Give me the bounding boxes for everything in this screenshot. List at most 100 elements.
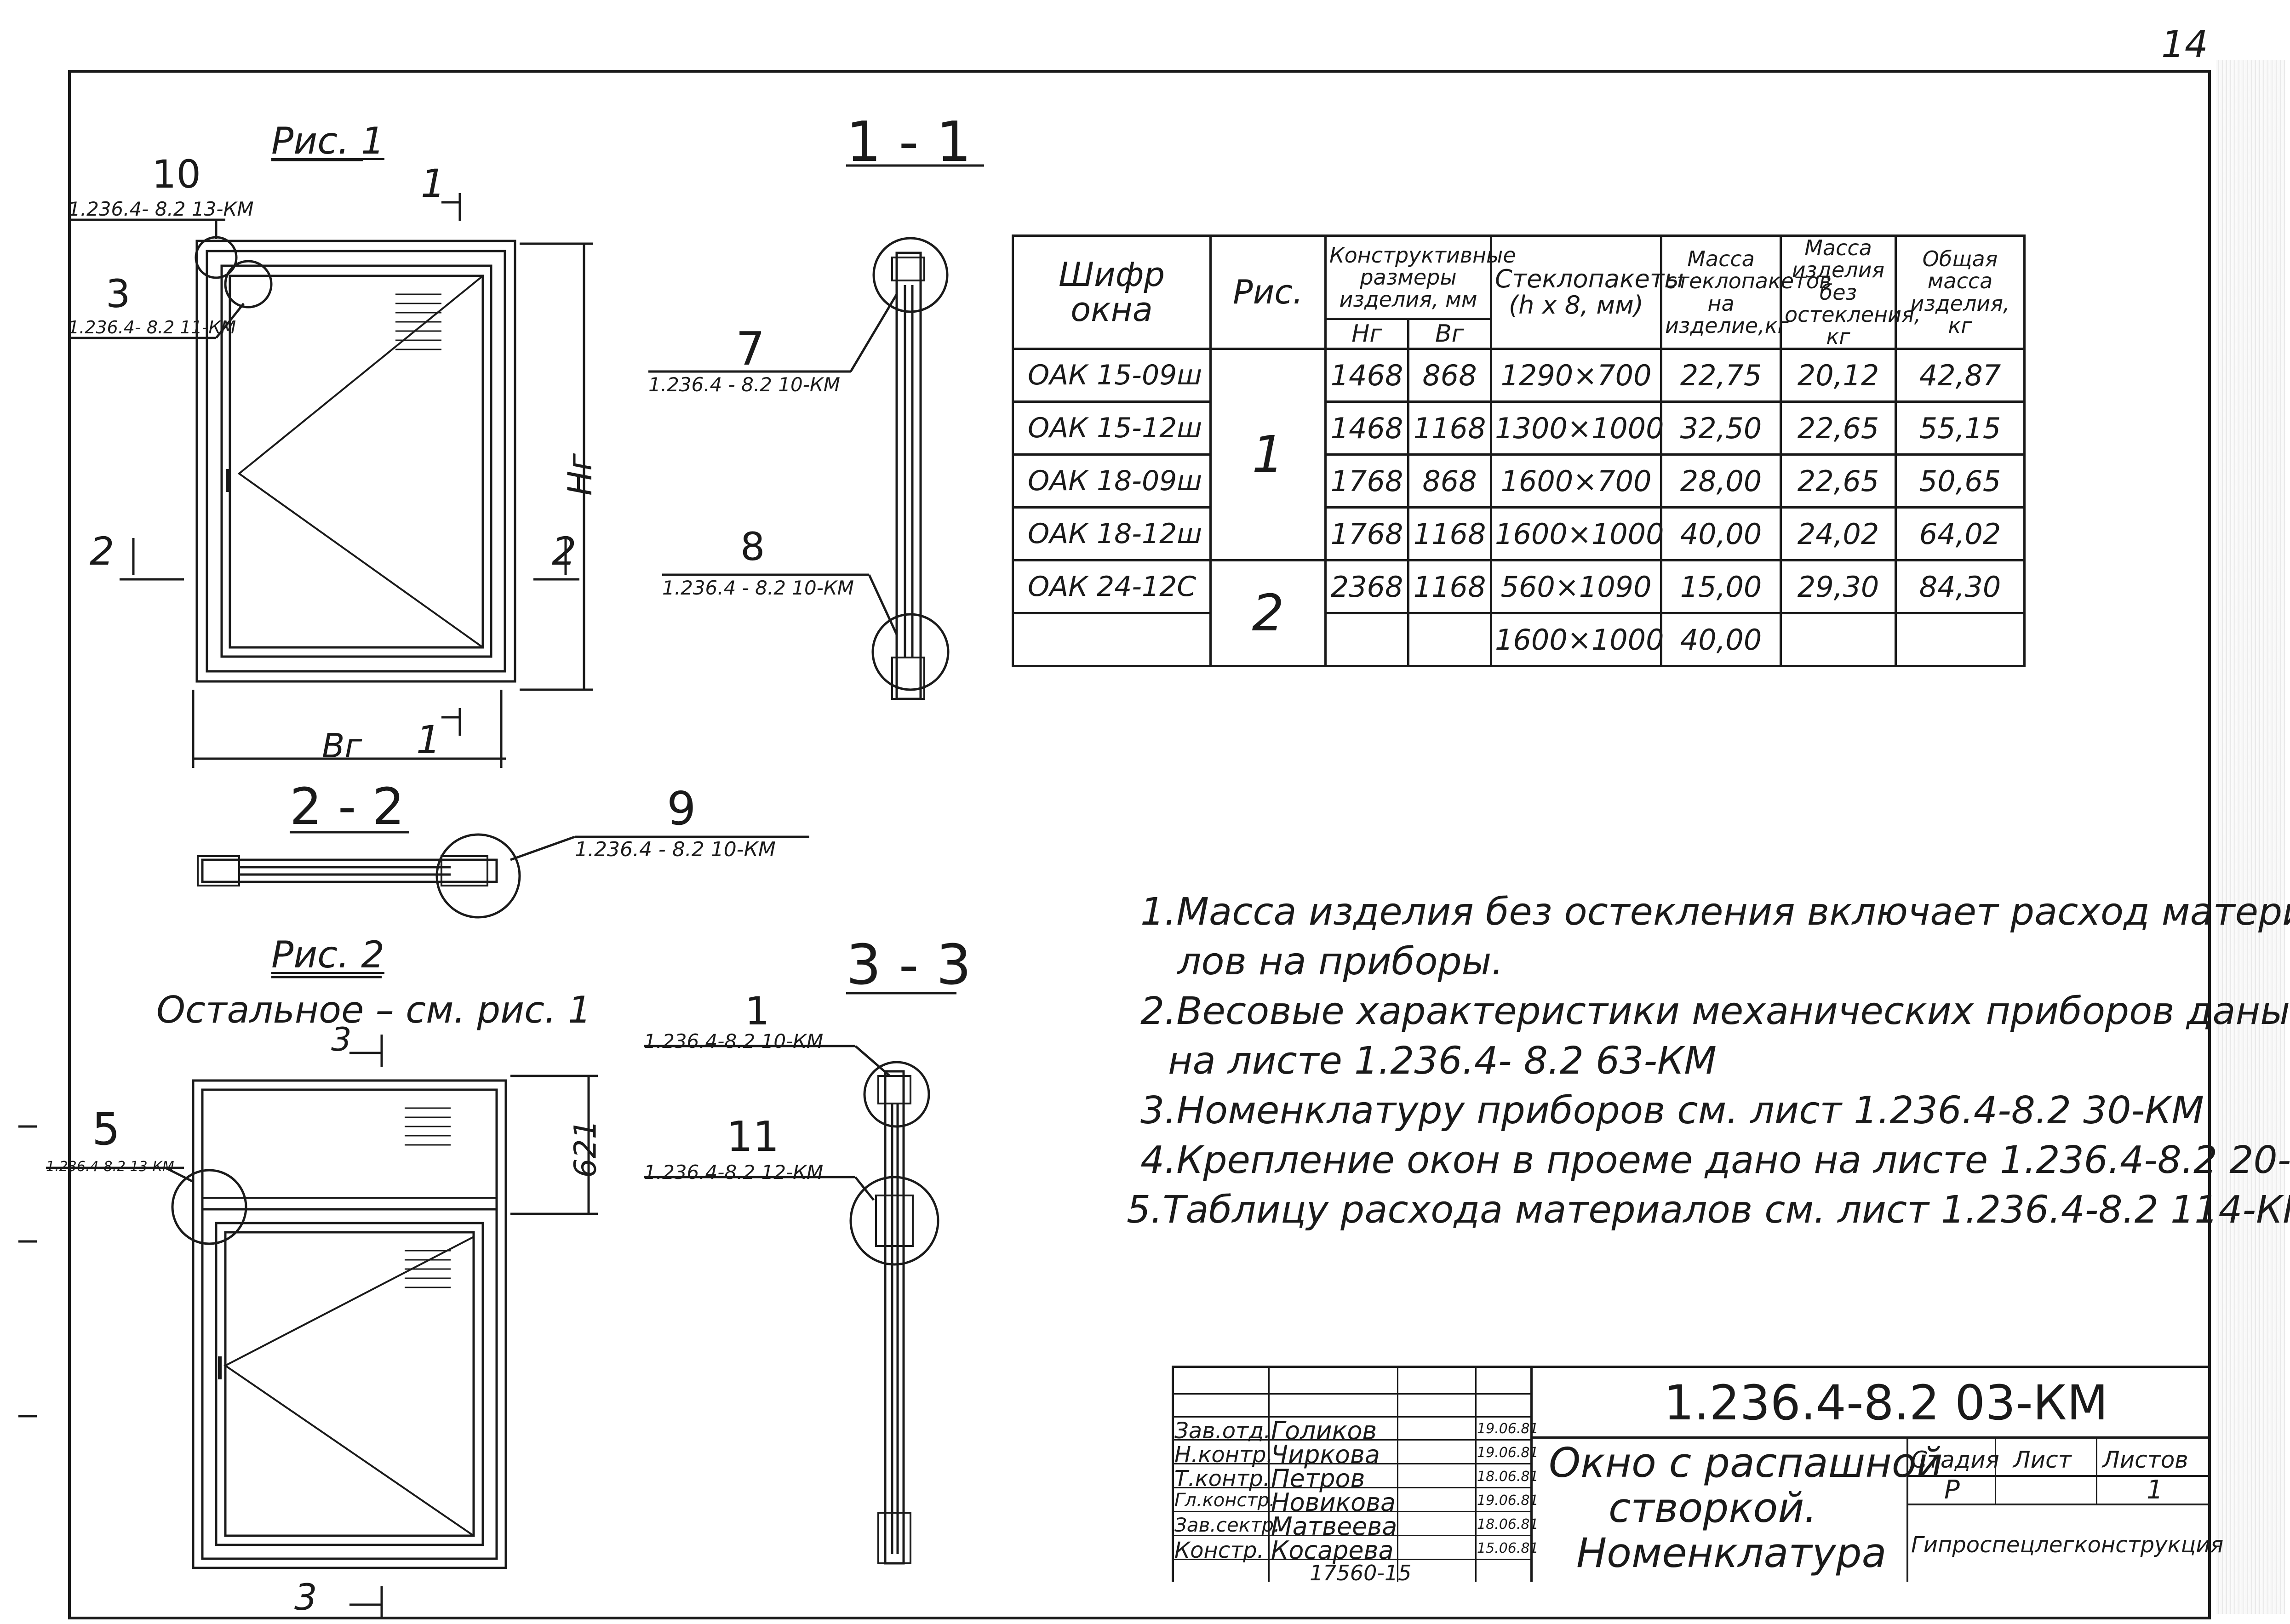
callout-10-ref: 1.236.4- 8.2 13-КМ [68, 198, 254, 220]
cell-mass-no-glass: 20,12 [1780, 348, 1897, 403]
role-name: Голиков [1271, 1416, 1377, 1445]
cell-glass-mass: 28,00 [1660, 453, 1782, 509]
header-mass-no-glass: Масса изделия без остекления, кг [1780, 234, 1921, 350]
callout-7-number: 7 [736, 322, 765, 376]
section-3-3-profile [644, 1045, 939, 1565]
page-number: 14 [2161, 23, 2208, 66]
cell-total: 64,02 [1895, 506, 2026, 562]
callout-9-ref: 1.236.4 - 8.2 10-КМ [575, 838, 776, 861]
header-glass: Стеклопакеты (h x 8, мм) [1490, 234, 1684, 350]
stage-label: Стадия [1911, 1447, 1999, 1473]
sheets-label: Листов [2102, 1447, 2188, 1473]
cell-hg: 1468 [1324, 348, 1409, 403]
height-dim-label: Нг [560, 453, 599, 496]
sheet-label: Лист [2013, 1447, 2072, 1473]
cell-fig: 2 [1209, 559, 1327, 668]
cut-2-left: 2 [90, 529, 114, 574]
header-bg: Вг [1407, 318, 1493, 350]
callout-5-ref: 1.236.4-8.2 13-КМ [46, 1159, 174, 1175]
cell-glass: 560×1090 [1490, 559, 1663, 615]
role-label: Зав.сектр. [1174, 1514, 1280, 1536]
cell-total: 84,30 [1895, 559, 2026, 615]
fig1-window [120, 193, 593, 768]
cell-glass-mass: 15,00 [1660, 559, 1782, 615]
role-date: 18.06.81 [1477, 1469, 1539, 1485]
role-name: Петров [1271, 1464, 1365, 1493]
callout-8-ref: 1.236.4 - 8.2 10-КМ [662, 577, 854, 599]
cut-3-top: 3 [331, 1021, 352, 1058]
general-notes: 1.Масса изделия без остекления включает … [1127, 887, 2290, 1235]
callout-7-ref: 1.236.4 - 8.2 10-КМ [648, 373, 840, 396]
window-spec-table: Шифр окна Рис. Конструктивные размеры из… [1012, 234, 2026, 668]
cell-hg: 1768 [1324, 453, 1409, 509]
cell-glass-mass: 40,00 [1660, 612, 1782, 668]
cell-bg: 868 [1407, 453, 1493, 509]
fig1-label: Рис. 1 [271, 120, 384, 162]
callout-3-ref: 1.236.4- 8.2 11-КМ [68, 317, 236, 337]
cell-hg: 2368 [1324, 559, 1409, 615]
width-dim-label: Вг [322, 726, 362, 765]
cell-glass: 1290×700 [1490, 348, 1663, 403]
table-subheader-row: Нг Вг [1013, 318, 2025, 350]
cell-code: ОАК 18-12ш [1012, 506, 1212, 562]
note-line: 4.Крепление окон в проеме дано на листе … [1140, 1138, 2290, 1182]
role-label: Гл.констр. [1174, 1490, 1275, 1511]
cell-code: ОАК 15-12ш [1012, 400, 1212, 456]
section-2-2-profile [197, 833, 809, 919]
role-name: Чиркова [1271, 1440, 1380, 1469]
table-row: ОАК 24-12С 2 2368 1168 560×1090 15,00 29… [1012, 559, 2026, 668]
note-line: лов на приборы. [1177, 940, 1504, 984]
role-label: Зав.отд. [1174, 1418, 1271, 1444]
role-label: Н.контр. [1174, 1442, 1273, 1468]
cut-3-bottom: 3 [294, 1577, 317, 1618]
cell-bg [1407, 612, 1493, 668]
fig2-label: Рис. 2 [271, 933, 384, 976]
role-date: 15.06.81 [1477, 1540, 1539, 1556]
document-code: 1.236.4-8.2 03-КМ [1664, 1375, 2108, 1431]
note-line: 5.Таблицу расхода материалов см. лист 1.… [1127, 1188, 2290, 1232]
role-name: Матвеева [1271, 1512, 1397, 1541]
cell-code: ОАК 15-09ш [1012, 348, 1212, 403]
cell-code: ОАК 24-12С [1012, 559, 1212, 615]
table-row: ОАК 15-12ш 1468 1168 1300×1000 32,50 22,… [1012, 400, 2026, 456]
cell-bg: 1168 [1407, 559, 1493, 615]
note-line: 2.Весовые характеристики механических пр… [1140, 989, 2290, 1033]
title-line: Окно с распашной [1549, 1439, 1943, 1487]
cell-hg: 1768 [1324, 506, 1409, 562]
section-3-3-title: 3 - 3 [846, 933, 972, 997]
cell-fig: 1 [1209, 348, 1327, 562]
note-line: 1.Масса изделия без остекления включает … [1140, 890, 2290, 934]
section-1-1-profile [648, 237, 950, 700]
cell-total: 42,87 [1895, 348, 2026, 403]
sheets-value: 1 [2147, 1475, 2163, 1505]
scanned-edge [2216, 60, 2285, 1614]
cell-glass: 1600×1000 [1490, 506, 1664, 562]
role-label: Констр. [1174, 1538, 1264, 1563]
note-line: на листе 1.236.4- 8.2 63-КМ [1168, 1039, 1717, 1083]
header-hg: Нг [1324, 318, 1409, 350]
callout-3-number: 3 [106, 271, 131, 316]
cell-mass-no-glass: 22,65 [1780, 453, 1897, 509]
callout-11-ref: 1.236.4-8.2 12-КМ [644, 1161, 824, 1184]
title-line: Номенклатура [1576, 1529, 1887, 1577]
table-row: 1600×1000 40,00 [1012, 612, 2026, 668]
organization: Гипроспецлегконструкция [1911, 1532, 2224, 1558]
fig2-note: Остальное – см. рис. 1 [156, 989, 591, 1031]
drawing-frame [68, 70, 2211, 1619]
cell-total [1895, 612, 2026, 668]
cut-1-top: 1 [421, 161, 446, 206]
callout-8-number: 8 [740, 524, 765, 569]
cell-glass: 1600×700 [1490, 453, 1663, 509]
callout-11-number: 11 [727, 1113, 779, 1161]
cell-total: 55,15 [1895, 400, 2026, 456]
cut-2-right: 2 [552, 529, 577, 574]
role-label: Т.контр. [1174, 1466, 1271, 1492]
cell-glass: 1300×1000 [1490, 400, 1664, 456]
title-line: створкой. [1609, 1484, 1817, 1532]
table-header-row: Шифр окна Рис. Конструктивные размеры из… [1012, 234, 2026, 350]
header-dims: Конструктивные размеры изделия, мм [1324, 234, 1516, 320]
role-name: Новикова [1271, 1488, 1396, 1517]
header-glass-mass: Масса стеклопакетов на изделие,кг [1660, 234, 1832, 350]
callout-10-number: 10 [152, 152, 201, 197]
